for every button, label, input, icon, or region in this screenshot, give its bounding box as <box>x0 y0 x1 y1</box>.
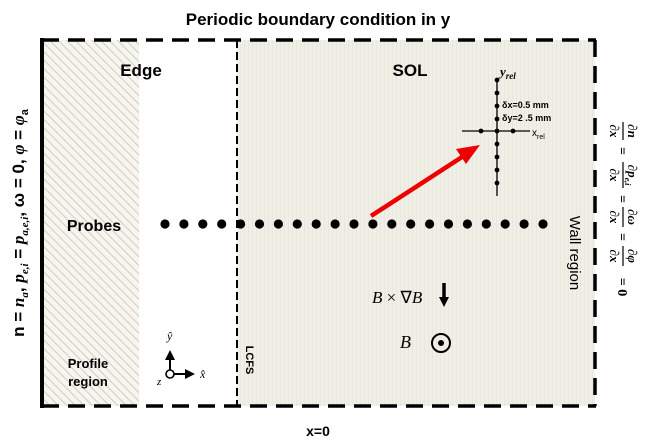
probes-label: Probes <box>67 218 121 235</box>
inset-probe-dot <box>494 141 500 147</box>
probe-dot <box>160 219 170 229</box>
probe-dot <box>292 219 302 229</box>
probe-dot <box>406 219 416 229</box>
probe-dot <box>198 219 208 229</box>
z-axis-label: z <box>156 376 162 388</box>
left-boundary-condition: n = na, pe,i = pa,e,i, ω = 0, φ = φa <box>9 108 31 337</box>
zoom-arrow-head <box>456 145 480 164</box>
inset-probe-dot <box>494 180 500 186</box>
probe-dot <box>179 219 189 229</box>
inset-probe-dot <box>494 167 500 173</box>
inset-probe-dot <box>494 77 500 83</box>
inset-probe-dot <box>494 128 500 134</box>
probe-dot <box>462 219 472 229</box>
inset-probe-dot <box>494 90 500 96</box>
probe-dot <box>538 219 548 229</box>
probe-dot <box>273 219 283 229</box>
profile-region-label-line1: Profile <box>68 356 108 371</box>
x-axis-label: x̂ <box>199 367 206 381</box>
y-axis-label: ŷ <box>166 329 173 343</box>
hatched-edge-band <box>42 40 139 406</box>
probe-dot <box>387 219 397 229</box>
svg-text:∂x: ∂x <box>607 250 622 263</box>
probe-dot <box>368 219 378 229</box>
b-field-out-dot <box>438 340 444 346</box>
probe-dot <box>425 219 435 229</box>
svg-text:∂x: ∂x <box>607 125 622 138</box>
svg-text:=: = <box>614 233 629 241</box>
inset-probe-dot <box>510 128 516 134</box>
coordinate-axes: ŷ x̂ z <box>156 329 206 388</box>
svg-text:∂φ: ∂φ <box>625 249 640 263</box>
gradb-label: B × ∇B <box>372 288 423 307</box>
svg-text:∂pe,i: ∂pe,i <box>623 165 640 186</box>
probe-dot <box>330 219 340 229</box>
svg-text:=: = <box>614 147 629 155</box>
probe-dot <box>311 219 321 229</box>
svg-text:∂x: ∂x <box>607 169 622 182</box>
lcfs-label: LCFS <box>243 346 255 375</box>
title: Periodic boundary condition in y <box>186 10 451 29</box>
inset-probe-dots <box>478 77 516 186</box>
inset-dy: δy=2 .5 mm <box>502 113 551 123</box>
probe-dot <box>349 219 359 229</box>
x0-label: x=0 <box>306 423 330 439</box>
probe-dot <box>217 219 227 229</box>
svg-text:=: = <box>614 195 629 203</box>
wall-region-label: Wall region <box>566 216 583 290</box>
inset-probe-dot <box>494 116 500 122</box>
sol-label: SOL <box>393 61 428 80</box>
probe-inset: yrel xrel δx=0.5 mm δy=2 .5 mm <box>462 64 551 196</box>
svg-text:∂ω: ∂ω <box>625 209 640 225</box>
inset-probe-dot <box>478 128 484 134</box>
inset-probe-dot <box>494 154 500 160</box>
zoom-arrow <box>369 155 464 218</box>
probe-dot <box>443 219 454 229</box>
profile-region-label-line2: region <box>68 374 108 389</box>
probe-dot <box>481 219 491 229</box>
probe-dot <box>500 219 510 229</box>
probe-row <box>160 219 548 229</box>
svg-text:= 0: = 0 <box>614 278 629 296</box>
b-label: B <box>400 332 411 352</box>
probe-dot <box>254 219 265 229</box>
inset-dx: δx=0.5 mm <box>502 100 549 110</box>
svg-text:∂n: ∂n <box>625 124 640 138</box>
inset-probe-dot <box>494 103 500 109</box>
right-boundary-condition: ∂n ∂x = ∂pe,i ∂x = ∂ω ∂x = ∂φ ∂x = 0 <box>607 122 640 296</box>
z-axis-icon <box>165 369 175 379</box>
probe-dot <box>519 219 529 229</box>
b-field-out-icon <box>431 333 451 353</box>
svg-text:∂x: ∂x <box>607 211 622 224</box>
probe-dot <box>236 219 246 229</box>
edge-label: Edge <box>120 61 162 80</box>
